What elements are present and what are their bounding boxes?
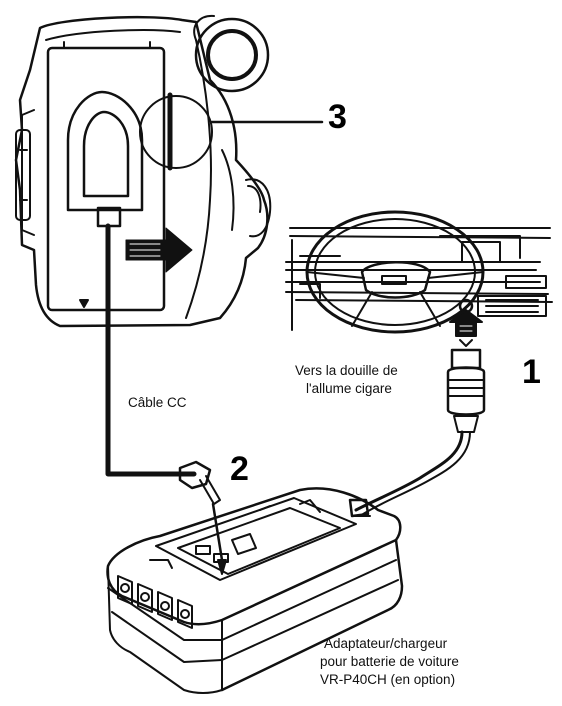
attach-point-circle [140, 95, 322, 168]
dc-plug [180, 462, 226, 574]
callout-2: 2 [230, 452, 249, 486]
dc-cable-label: Câble CC [128, 395, 187, 411]
callout-3: 3 [328, 100, 347, 134]
cigar-socket-label-line2: l'allume cigare [306, 381, 392, 397]
viewfinder [194, 16, 268, 91]
adapter-label-line2: pour batterie de voiture [320, 654, 459, 670]
car-dashboard [286, 228, 552, 330]
slide-arrow [126, 228, 192, 272]
dc-cable [108, 226, 194, 474]
cigar-plug [448, 340, 484, 432]
steering-wheel [307, 212, 483, 332]
callout-1: 1 [522, 355, 541, 389]
adapter-label-line3: VR-P40CH (en option) [320, 672, 455, 688]
cigar-socket-label-line1: Vers la douille de [295, 363, 398, 379]
adapter-label-line1: Adaptateur/chargeur [324, 636, 447, 652]
